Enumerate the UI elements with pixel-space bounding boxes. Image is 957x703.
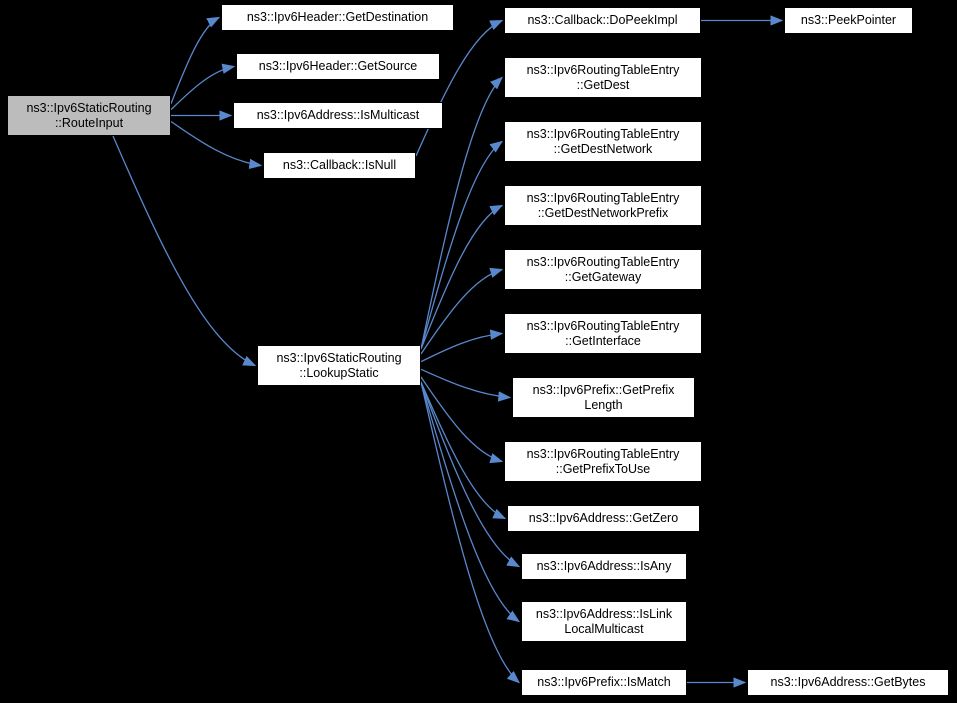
node-get-interface[interactable]: ns3::Ipv6RoutingTableEntry::GetInterface: [504, 313, 702, 354]
node-get-zero[interactable]: ns3::Ipv6Address::GetZero: [507, 505, 700, 532]
node-label-line: ::RouteInput: [54, 115, 124, 130]
node-label-line: ns3::Ipv6Address::IsMulticast: [256, 108, 420, 122]
node-label-line: Length: [584, 397, 623, 412]
node-label-line: ns3::Ipv6Header::GetDestination: [246, 10, 429, 24]
node-lookup-static[interactable]: ns3::Ipv6StaticRouting::LookupStatic: [257, 345, 421, 386]
edge-lookup-static-to-is-match: [420, 381, 520, 684]
edge-lookup-static-to-is-any: [420, 381, 521, 568]
node-label-line: ::GetDestNetwork: [553, 141, 653, 156]
edge-lookup-static-to-get-dest-network-prefix: [420, 204, 504, 350]
edge-route-input-to-get-destination: [170, 16, 221, 104]
node-label-line: ns3::Ipv6Prefix::GetPrefix: [532, 382, 675, 397]
node-get-dest-network[interactable]: ns3::Ipv6RoutingTableEntry::GetDestNetwo…: [504, 121, 702, 162]
node-get-dest-network-prefix[interactable]: ns3::Ipv6RoutingTableEntry::GetDestNetwo…: [504, 185, 702, 226]
node-is-null[interactable]: ns3::Callback::IsNull: [263, 152, 416, 179]
node-label-line: ::GetDest: [576, 77, 630, 92]
node-get-source[interactable]: ns3::Ipv6Header::GetSource: [236, 53, 440, 80]
node-label-line: ns3::Ipv6RoutingTableEntry: [526, 126, 680, 141]
edge-route-input-to-is-null: [170, 120, 263, 170]
node-get-prefix-to-use[interactable]: ns3::Ipv6RoutingTableEntry::GetPrefixToU…: [504, 441, 702, 482]
node-label-line: ns3::PeekPointer: [800, 13, 897, 27]
edge-lookup-static-to-get-interface: [420, 329, 504, 363]
node-label-line: ns3::Ipv6StaticRouting: [26, 100, 152, 115]
edge-is-null-to-do-peek-impl: [415, 19, 504, 157]
node-label-line: ::GetPrefixToUse: [555, 461, 651, 476]
node-label-line: ns3::Callback::IsNull: [282, 158, 397, 172]
node-label-line: ns3::Ipv6RoutingTableEntry: [526, 254, 680, 269]
node-label-line: ns3::Ipv6RoutingTableEntry: [526, 446, 680, 461]
node-label-line: ns3::Callback::DoPeekImpl: [527, 13, 678, 27]
node-label-line: ns3::Ipv6Address::GetBytes: [770, 675, 926, 689]
node-peek-pointer[interactable]: ns3::PeekPointer: [784, 7, 913, 34]
node-do-peek-impl[interactable]: ns3::Callback::DoPeekImpl: [504, 7, 701, 34]
edge-lookup-static-to-get-gateway: [420, 267, 504, 355]
node-label-line: ns3::Ipv6Address::IsLink: [535, 606, 673, 621]
node-is-any[interactable]: ns3::Ipv6Address::IsAny: [521, 553, 687, 580]
node-get-bytes[interactable]: ns3::Ipv6Address::GetBytes: [747, 669, 949, 696]
edge-lookup-static-to-is-link-local-multicast: [420, 381, 521, 623]
node-label-line: ns3::Ipv6StaticRouting: [276, 350, 402, 365]
node-is-multicast[interactable]: ns3::Ipv6Address::IsMulticast: [233, 102, 443, 129]
edge-lookup-static-to-get-prefix-length: [420, 368, 512, 402]
node-label-line: ns3::Ipv6RoutingTableEntry: [526, 62, 680, 77]
node-label-line: ::GetInterface: [565, 333, 641, 348]
edge-route-input-to-lookup-static: [112, 135, 257, 367]
node-get-destination[interactable]: ns3::Ipv6Header::GetDestination: [221, 4, 454, 31]
edge-lookup-static-to-get-dest: [420, 76, 503, 350]
node-label-line: ns3::Ipv6RoutingTableEntry: [526, 190, 680, 205]
node-label-line: ::LookupStatic: [299, 365, 379, 380]
node-label-line: ns3::Ipv6RoutingTableEntry: [526, 318, 680, 333]
node-label-line: ns3::Ipv6Address::GetZero: [528, 511, 679, 525]
node-label-line: ns3::Ipv6Address::IsAny: [536, 559, 672, 573]
node-label-line: ::GetDestNetworkPrefix: [537, 205, 669, 220]
node-label-line: ::GetGateway: [564, 269, 642, 284]
node-route-input[interactable]: ns3::Ipv6StaticRouting::RouteInput: [7, 95, 171, 136]
node-label-line: LocalMulticast: [564, 621, 644, 636]
node-label-line: ns3::Ipv6Prefix::IsMatch: [537, 675, 671, 689]
edge-lookup-static-to-get-zero: [420, 381, 507, 520]
node-label-line: ns3::Ipv6Header::GetSource: [258, 59, 418, 73]
node-get-dest[interactable]: ns3::Ipv6RoutingTableEntry::GetDest: [504, 57, 702, 98]
edge-lookup-static-to-get-dest-network: [420, 140, 504, 350]
edge-lookup-static-to-get-prefix-to-use: [420, 376, 504, 464]
node-is-match[interactable]: ns3::Ipv6Prefix::IsMatch: [521, 669, 687, 696]
edge-route-input-to-get-source: [170, 63, 236, 111]
node-get-gateway[interactable]: ns3::Ipv6RoutingTableEntry::GetGateway: [504, 249, 702, 290]
